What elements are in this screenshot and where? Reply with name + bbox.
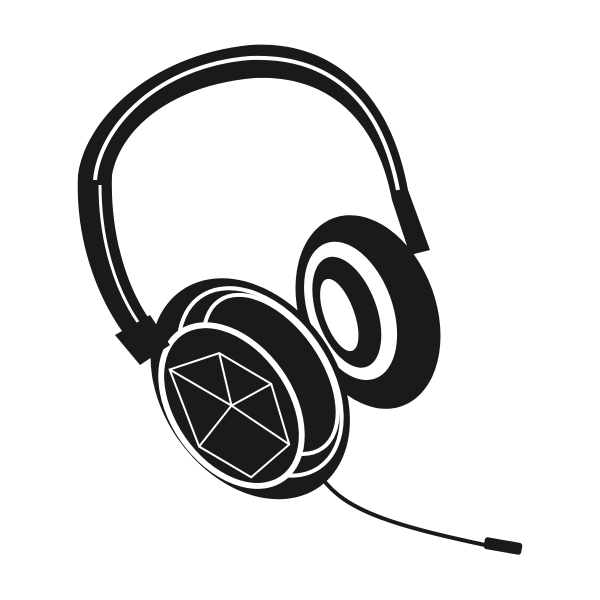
right-earcup xyxy=(295,215,441,409)
left-earcup xyxy=(150,278,350,500)
headband xyxy=(77,44,430,335)
headset-icon xyxy=(77,44,523,555)
yoke xyxy=(115,315,170,365)
microphone-boom xyxy=(320,476,491,548)
microphone-tip xyxy=(483,537,523,555)
